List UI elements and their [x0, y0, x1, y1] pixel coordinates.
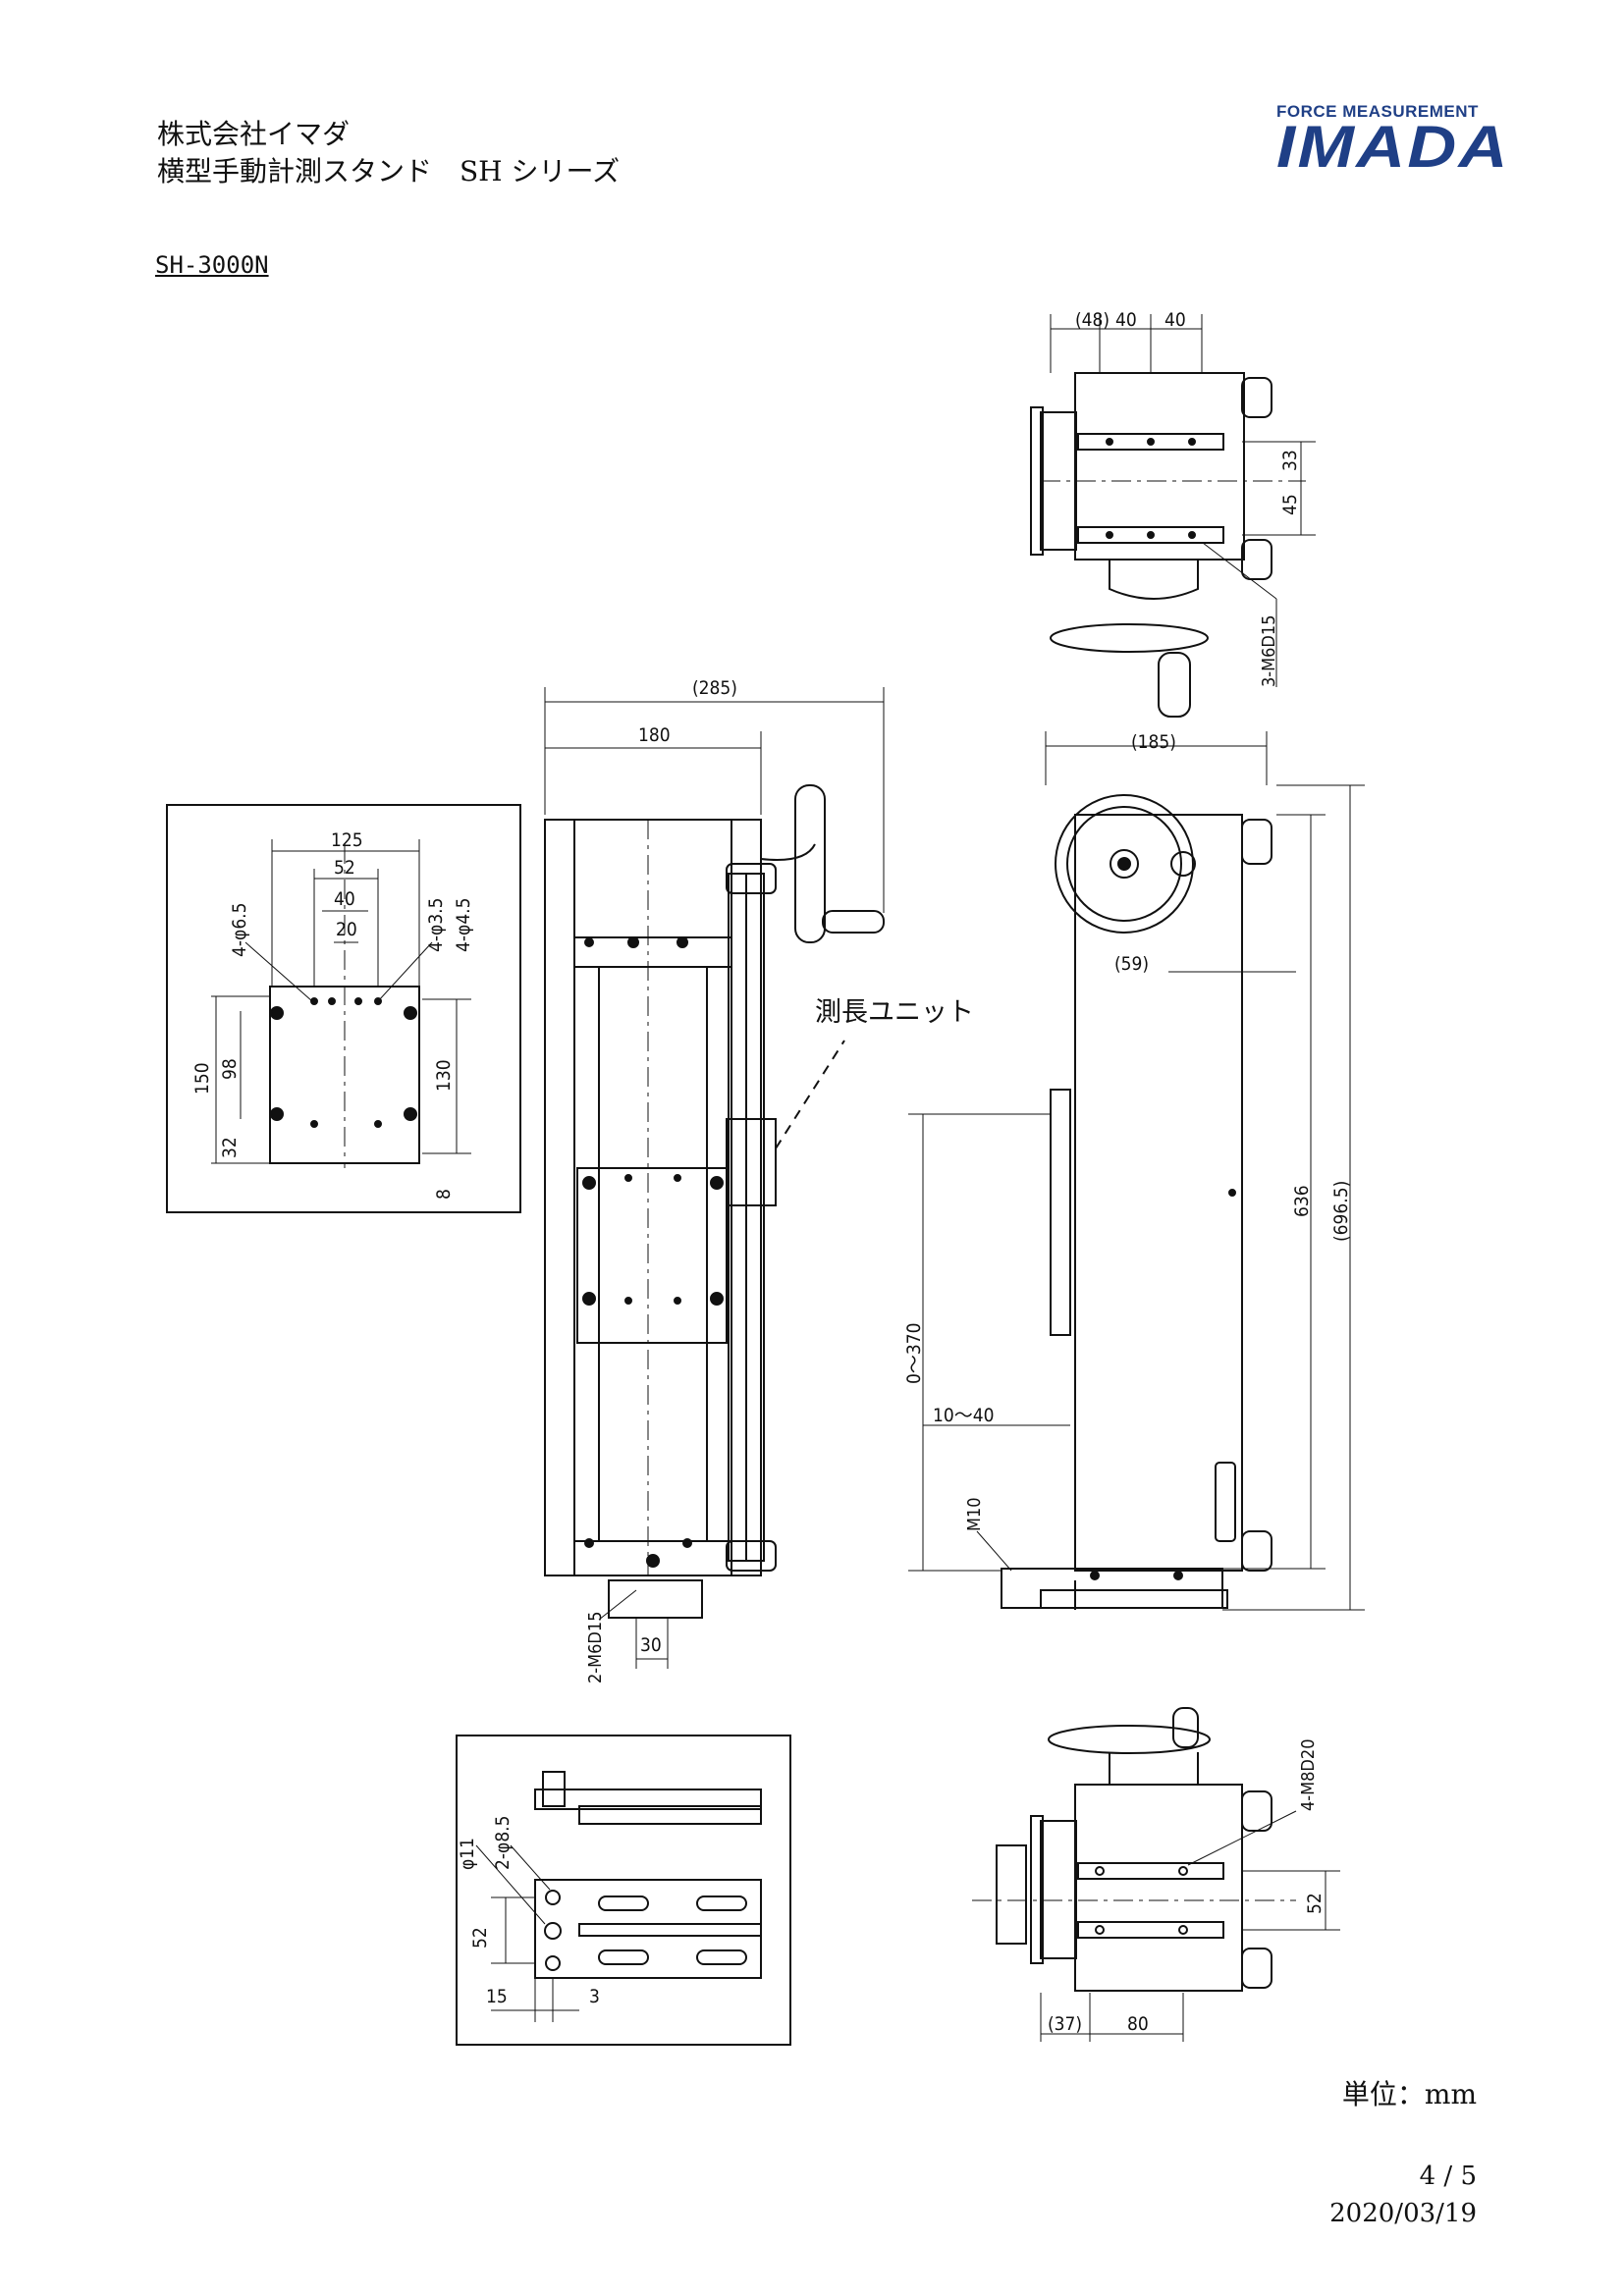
measurement-unit-callout: 測長ユニット — [815, 997, 974, 1028]
bottom-view — [972, 1707, 1340, 2042]
dim-top-40a: 40 — [1115, 309, 1137, 331]
dim-plate-8: 8 — [433, 1189, 455, 1200]
page-number: 4 / 5 — [1419, 2162, 1477, 2191]
dim-top-33: 33 — [1279, 450, 1301, 471]
dim-front-30: 30 — [640, 1634, 662, 1656]
dim-side-59: (59) — [1114, 953, 1149, 975]
dim-top-m6d15: 3-M6D15 — [1259, 615, 1279, 688]
dim-side-6965: (696.5) — [1330, 1181, 1352, 1242]
dim-bottom-80: 80 — [1127, 2013, 1149, 2035]
logo-wordmark: IMADA — [1276, 114, 1510, 180]
dim-bottom-m8d20: 4-M8D20 — [1298, 1739, 1319, 1812]
dim-plate-98: 98 — [219, 1058, 241, 1080]
bracket-detail — [456, 1735, 791, 2046]
product-title: 横型手動計測スタンド SH シリーズ — [157, 155, 621, 187]
side-view — [908, 731, 1365, 1611]
dim-top-45: 45 — [1279, 494, 1301, 515]
dim-plate-hole-35: 4-φ3.5 — [425, 898, 447, 953]
dim-bottom-52: 52 — [1304, 1893, 1326, 1914]
company-name: 株式会社イマダ — [157, 118, 351, 150]
dim-side-stroke: 0〜370 — [903, 1323, 925, 1385]
dim-plate-20: 20 — [336, 919, 357, 940]
unit-label: 単位：mm — [1341, 2078, 1477, 2110]
top-view — [1030, 314, 1316, 718]
dim-bracket-phi11: φ11 — [457, 1838, 478, 1870]
dim-front-285: (285) — [692, 677, 737, 699]
dim-bottom-37: (37) — [1048, 2013, 1082, 2035]
dim-plate-hole-45: 4-φ4.5 — [453, 898, 474, 953]
logo-tagline: FORCE MEASUREMENT — [1276, 102, 1479, 121]
front-view — [544, 687, 885, 1669]
dim-side-range: 10〜40 — [933, 1405, 995, 1426]
dim-bracket-3: 3 — [589, 1986, 600, 2007]
dim-plate-130: 130 — [433, 1059, 455, 1092]
plate-detail — [166, 804, 521, 1213]
dim-plate-40: 40 — [334, 888, 355, 910]
dim-front-m6d15: 2-M6D15 — [585, 1612, 606, 1684]
dim-side-185: (185) — [1131, 731, 1176, 753]
dim-plate-125: 125 — [331, 829, 363, 851]
dim-top-40b: 40 — [1164, 309, 1186, 331]
model-number: SH-3000N — [155, 251, 269, 279]
imada-logo: FORCE MEASUREMENT IMADA — [1276, 102, 1507, 177]
dim-plate-52: 52 — [334, 857, 355, 879]
dim-bracket-15: 15 — [486, 1986, 508, 2007]
dim-front-180: 180 — [638, 724, 671, 746]
dim-plate-150: 150 — [191, 1062, 213, 1095]
dim-bracket-52: 52 — [469, 1927, 491, 1949]
document-date: 2020/03/19 — [1329, 2199, 1477, 2228]
dim-side-m10: M10 — [964, 1497, 985, 1531]
dim-side-636: 636 — [1291, 1185, 1313, 1217]
dim-top-48: (48) — [1075, 309, 1110, 331]
dim-plate-32: 32 — [219, 1137, 241, 1158]
dim-bracket-holes: 2-φ8.5 — [492, 1816, 514, 1871]
dim-plate-hole-65: 4-φ6.5 — [229, 903, 250, 958]
